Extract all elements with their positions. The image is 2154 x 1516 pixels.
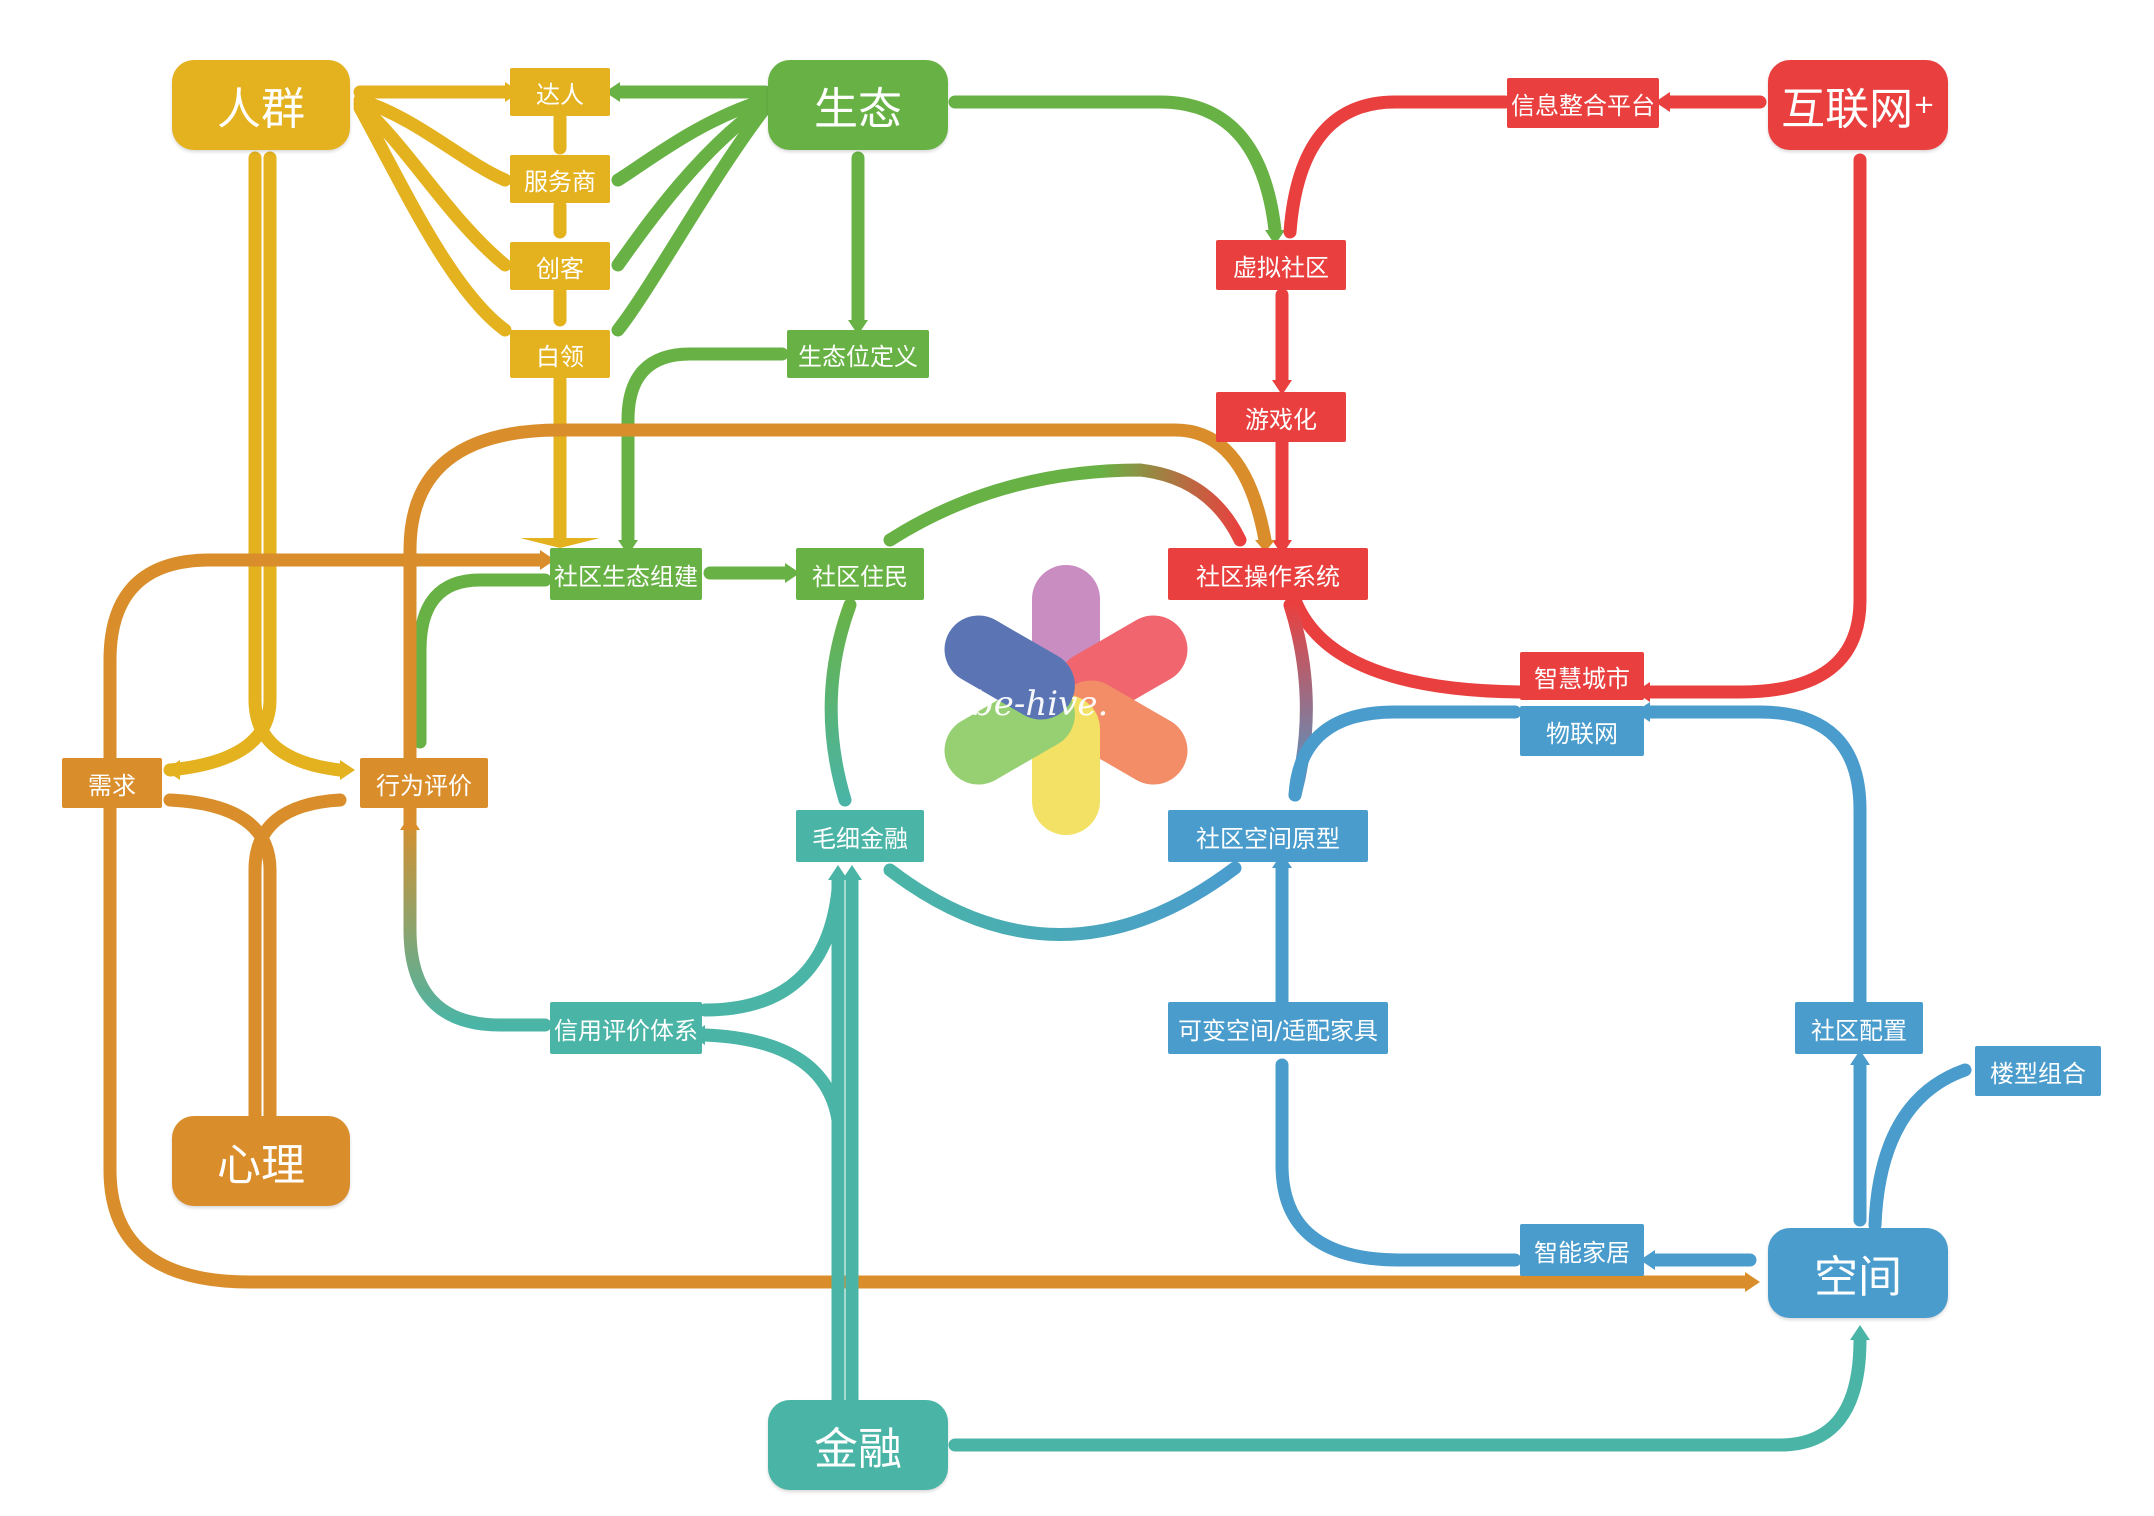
- crowd-links: [163, 85, 567, 777]
- space-arrowheads: [1272, 702, 1870, 1270]
- behavior-credit-link: [403, 808, 552, 1032]
- hub-internet-label: 互联网: [1781, 84, 1914, 135]
- node-white-collar[interactable]: 白领: [510, 330, 610, 378]
- hub-crowd[interactable]: 人群: [172, 60, 350, 150]
- node-community-os[interactable]: 社区操作系统: [1168, 548, 1368, 600]
- node-behavior-eval[interactable]: 行为评价: [360, 758, 488, 808]
- node-capillary-finance[interactable]: 毛细金融: [796, 810, 924, 862]
- node-iot[interactable]: 物联网: [1520, 706, 1644, 756]
- node-community-ecology-build[interactable]: 社区生态组建: [550, 548, 702, 600]
- node-service-provider[interactable]: 服务商: [510, 155, 610, 203]
- node-variable-space[interactable]: 可变空间/适配家具: [1168, 1002, 1388, 1054]
- finance-links: [698, 873, 1867, 1452]
- hub-internet-sup: +: [1913, 90, 1935, 120]
- hub-psychology[interactable]: 心理: [172, 1116, 350, 1206]
- node-credit-eval-system[interactable]: 信用评价体系: [550, 1002, 702, 1054]
- node-maker[interactable]: 创客: [510, 242, 610, 290]
- crowd-arrowheads: [165, 82, 600, 780]
- psychology-arrowheads: [400, 540, 1760, 1292]
- node-community-config[interactable]: 社区配置: [1795, 1002, 1923, 1054]
- ecology-links: [413, 85, 1282, 749]
- node-info-platform[interactable]: 信息整合平台: [1507, 78, 1659, 128]
- hub-space[interactable]: 空间: [1768, 1228, 1948, 1318]
- behive-logo: [944, 565, 1188, 835]
- hub-finance[interactable]: 金融: [768, 1400, 948, 1490]
- space-links: [1275, 705, 1972, 1267]
- node-gamification[interactable]: 游戏化: [1216, 392, 1346, 442]
- node-community-residents[interactable]: 社区住民: [796, 548, 924, 600]
- node-smart-home[interactable]: 智能家居: [1520, 1224, 1644, 1276]
- node-smart-city[interactable]: 智慧城市: [1520, 652, 1644, 700]
- node-building-combo[interactable]: 楼型组合: [1975, 1046, 2101, 1096]
- node-community-space-prototype[interactable]: 社区空间原型: [1168, 810, 1368, 862]
- behive-logo-text: be-hive.: [972, 684, 1109, 724]
- node-ecological-position[interactable]: 生态位定义: [787, 330, 929, 378]
- node-expert[interactable]: 达人: [510, 68, 610, 116]
- internet-links: [1275, 95, 1867, 699]
- psychology-links: [103, 423, 1752, 1289]
- hub-ecology[interactable]: 生态: [768, 60, 948, 150]
- node-demand[interactable]: 需求: [62, 758, 162, 808]
- node-virtual-community[interactable]: 虚拟社区: [1216, 240, 1346, 290]
- hub-internet[interactable]: 互联网+: [1768, 60, 1948, 150]
- ecology-arrowheads: [605, 82, 1285, 583]
